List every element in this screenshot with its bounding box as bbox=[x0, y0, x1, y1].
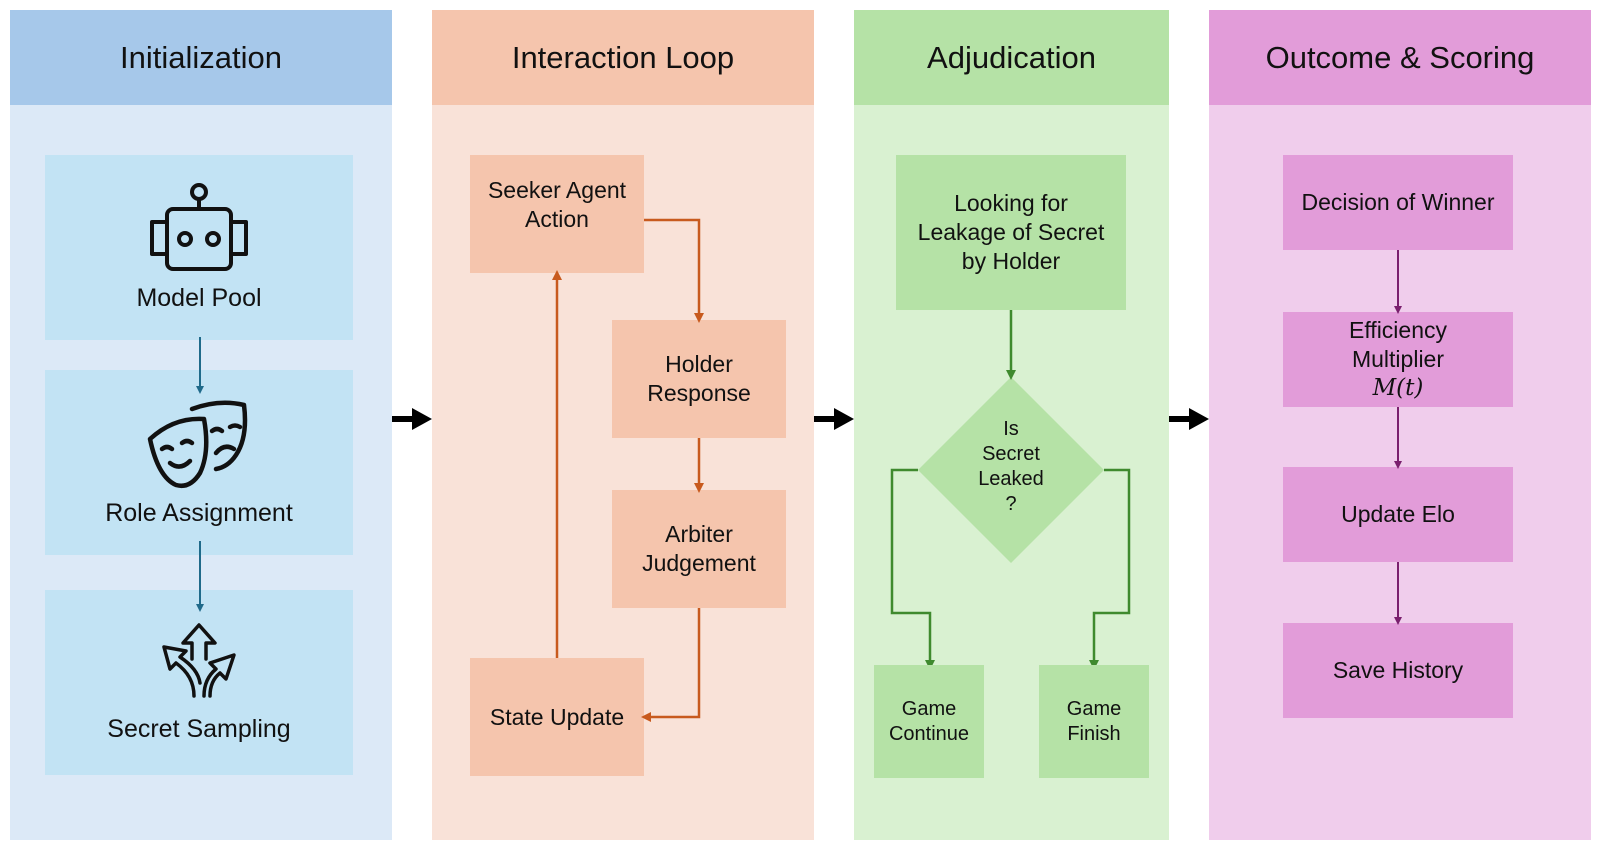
seeker-label-line2: Action bbox=[525, 206, 589, 232]
save-history-box[interactable]: Save History bbox=[1283, 623, 1513, 718]
game-finish-line2: Finish bbox=[1067, 722, 1121, 745]
stage-arrow-1 bbox=[392, 408, 432, 430]
robot-icon bbox=[150, 183, 248, 271]
game-continue-line2: Continue bbox=[888, 722, 970, 745]
game-continue-box[interactable]: Game Continue bbox=[874, 665, 984, 778]
outcome-scoring-panel: Outcome & Scoring Decision of Winner Eff… bbox=[1209, 10, 1591, 840]
game-finish-line1: Game bbox=[1066, 697, 1122, 720]
interaction-loop-panel: Interaction Loop Seeker Agent Action Hol… bbox=[432, 10, 814, 840]
decision-line2: Secret bbox=[982, 443, 1040, 465]
game-continue-line1: Game bbox=[901, 697, 957, 720]
initialization-header: Initialization bbox=[10, 10, 392, 105]
interaction-loop-header: Interaction Loop bbox=[432, 10, 814, 105]
holder-response-box[interactable]: Holder Response bbox=[612, 320, 786, 438]
holder-label-line1: Holder bbox=[665, 351, 733, 377]
secret-sampling-label: Secret Sampling bbox=[107, 715, 291, 743]
holder-label-line2: Response bbox=[647, 380, 751, 406]
efficiency-multiplier-box[interactable]: Efficiency Multiplier M(t) bbox=[1283, 312, 1513, 407]
update-elo-label: Update Elo bbox=[1341, 501, 1455, 527]
arbiter-label-line1: Arbiter bbox=[665, 521, 733, 547]
arbiter-judgement-box[interactable]: Arbiter Judgement bbox=[612, 490, 786, 608]
efficiency-line2-text: Multiplier bbox=[1351, 346, 1445, 372]
leakage-check-line3: by Holder bbox=[961, 248, 1061, 274]
outcome-scoring-title: Outcome & Scoring bbox=[1265, 39, 1535, 75]
initialization-body: Model Pool Role Assignment bbox=[10, 105, 392, 840]
seeker-agent-action-box[interactable]: Seeker Agent Action bbox=[470, 155, 644, 273]
leakage-check-box[interactable]: Looking for Leakage of Secret by Holder bbox=[896, 155, 1126, 310]
efficiency-line2: Multiplier M(t) bbox=[1352, 345, 1444, 403]
secret-sampling-box[interactable]: Secret Sampling bbox=[45, 590, 353, 775]
decision-line3: Leaked bbox=[978, 468, 1044, 490]
update-elo-box[interactable]: Update Elo bbox=[1283, 467, 1513, 562]
state-update-box[interactable]: State Update bbox=[470, 658, 644, 776]
stage-arrow-2 bbox=[814, 408, 854, 430]
decision-label: Is Secret Leaked ? bbox=[951, 417, 1071, 517]
interaction-loop-title: Interaction Loop bbox=[511, 39, 735, 75]
decision-line4: ? bbox=[1005, 493, 1017, 515]
save-history-label: Save History bbox=[1332, 657, 1464, 683]
game-finish-box[interactable]: Game Finish bbox=[1039, 665, 1149, 778]
arrow-arbiter-to-state bbox=[641, 608, 701, 722]
outcome-scoring-header: Outcome & Scoring bbox=[1209, 10, 1591, 105]
adjudication-body: Looking for Leakage of Secret by Holder … bbox=[854, 105, 1169, 840]
efficiency-formula: M(t) bbox=[1372, 375, 1424, 401]
theater-masks-icon bbox=[147, 400, 248, 488]
stage-arrow-3 bbox=[1169, 408, 1209, 430]
arbiter-label-line2: Judgement bbox=[642, 550, 756, 576]
branching-arrows-icon bbox=[162, 623, 236, 698]
seeker-label-line1: Seeker Agent bbox=[487, 177, 627, 203]
outcome-scoring-body: Decision of Winner Efficiency Multiplier… bbox=[1209, 105, 1591, 840]
interaction-loop-body: Seeker Agent Action Holder Response Arbi… bbox=[432, 105, 814, 840]
leakage-check-line1: Looking for bbox=[954, 190, 1068, 216]
state-update-label: State Update bbox=[489, 703, 625, 730]
model-pool-box[interactable]: Model Pool bbox=[45, 155, 353, 340]
decision-of-winner-label: Decision of Winner bbox=[1301, 189, 1495, 215]
adjudication-panel: Adjudication Looking for Leakage of Secr… bbox=[854, 10, 1169, 840]
initialization-panel: Initialization Model Pool bbox=[10, 10, 392, 840]
initialization-title: Initialization bbox=[120, 39, 282, 75]
leakage-check-line2: Leakage of Secret bbox=[917, 219, 1105, 245]
adjudication-header: Adjudication bbox=[854, 10, 1169, 105]
efficiency-line1: Efficiency bbox=[1348, 317, 1447, 343]
decision-of-winner-box[interactable]: Decision of Winner bbox=[1283, 155, 1513, 250]
role-assignment-box[interactable]: Role Assignment bbox=[45, 370, 353, 555]
adjudication-title: Adjudication bbox=[927, 39, 1096, 75]
arrow-decision-to-continue bbox=[890, 468, 935, 670]
arrow-decision-to-finish bbox=[1089, 468, 1131, 670]
decision-line1: Is bbox=[1003, 418, 1019, 440]
model-pool-label: Model Pool bbox=[136, 284, 262, 312]
role-assignment-label: Role Assignment bbox=[105, 499, 293, 527]
arrow-seeker-to-holder bbox=[644, 218, 704, 323]
